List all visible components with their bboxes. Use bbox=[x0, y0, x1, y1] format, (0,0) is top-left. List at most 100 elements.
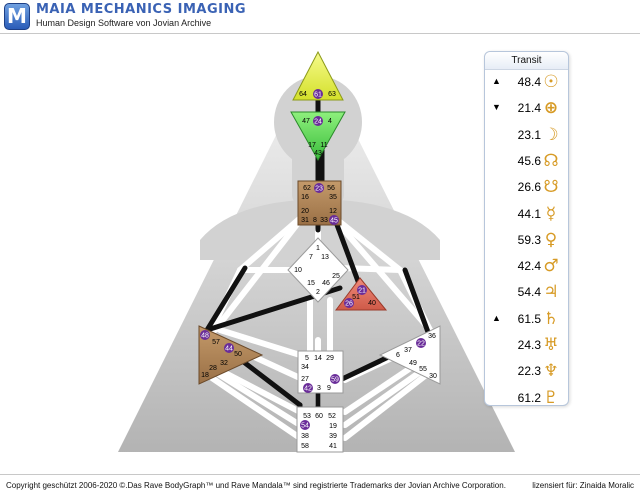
heart-center: 21 51 26 40 bbox=[335, 277, 388, 311]
gate-58: 58 bbox=[301, 443, 309, 450]
gate-53: 53 bbox=[303, 413, 311, 420]
transit-arrow: ▲ bbox=[492, 76, 501, 86]
sun-icon: ☉ bbox=[543, 72, 559, 92]
gate-57: 57 bbox=[212, 339, 220, 346]
transit-value: 22.3 bbox=[517, 364, 541, 379]
gate-7: 7 bbox=[309, 254, 313, 261]
transit-row: 23.1☽ bbox=[485, 125, 570, 147]
gate-1: 1 bbox=[316, 245, 320, 252]
gate-8: 8 bbox=[313, 217, 317, 224]
g-center: 1 7 13 10 25 15 46 2 bbox=[287, 237, 349, 303]
transit-value: 48.4 bbox=[517, 75, 541, 89]
transit-row: ▲ 48.4☉ bbox=[485, 72, 570, 94]
transit-value: 61.5 bbox=[517, 311, 541, 326]
gate-11: 11 bbox=[320, 142, 327, 149]
transit-value: 54.4 bbox=[517, 285, 541, 300]
head-center: 64 61 63 bbox=[292, 50, 344, 101]
gate-24: 24 bbox=[314, 119, 322, 126]
gate-64: 64 bbox=[299, 91, 307, 98]
root-center: 53 60 52 54 19 38 39 58 41 bbox=[296, 406, 344, 453]
jupiter-icon: ♃ bbox=[543, 282, 559, 303]
app-logo: M bbox=[4, 3, 30, 30]
gate-2: 2 bbox=[316, 289, 320, 296]
gate-41: 41 bbox=[329, 443, 337, 450]
gate-4: 4 bbox=[328, 118, 332, 125]
transit-row: ▼ 21.4⊕ bbox=[485, 98, 570, 120]
app-subtitle: Human Design Software von Jovian Archive bbox=[36, 18, 212, 28]
mars-icon: ♂ bbox=[543, 256, 559, 277]
gate-54: 54 bbox=[301, 423, 309, 430]
gate-47: 47 bbox=[302, 118, 310, 125]
ajna-center: 47 24 4 17 11 43 bbox=[290, 111, 346, 162]
transit-row: 44.1 ☿ bbox=[485, 204, 570, 226]
transit-value: 26.6 bbox=[517, 180, 541, 195]
transit-row: ▲61.5♄ bbox=[485, 309, 570, 331]
transit-row: 59.3♀ bbox=[485, 230, 570, 252]
gate-18: 18 bbox=[201, 372, 209, 379]
uranus-icon: ♅ bbox=[543, 335, 559, 355]
pluto-icon: ♇ bbox=[543, 387, 559, 408]
gate-20: 20 bbox=[301, 208, 309, 215]
transit-value: 61.2 bbox=[517, 390, 541, 405]
footer-divider bbox=[0, 474, 640, 475]
gate-62: 62 bbox=[303, 185, 311, 192]
gate-59: 59 bbox=[331, 377, 339, 384]
gate-30: 30 bbox=[429, 373, 437, 380]
gate-61: 61 bbox=[314, 92, 322, 99]
transit-row: 42.4♂ bbox=[485, 256, 570, 278]
gate-63: 63 bbox=[328, 91, 336, 98]
transit-row: 61.2♇ bbox=[485, 388, 570, 410]
gate-15: 15 bbox=[307, 280, 315, 287]
gate-45: 45 bbox=[330, 218, 338, 225]
moon-icon: ☽ bbox=[543, 124, 559, 145]
throat-center: 62 23 56 16 35 20 12 31 8 33 45 bbox=[297, 180, 342, 226]
gate-19: 19 bbox=[329, 423, 337, 430]
gate-42: 42 bbox=[304, 386, 312, 393]
gate-5: 5 bbox=[305, 355, 309, 362]
saturn-icon: ♄ bbox=[543, 308, 559, 329]
gate-55: 55 bbox=[419, 366, 427, 373]
gate-39: 39 bbox=[329, 433, 337, 440]
gate-25: 25 bbox=[332, 273, 340, 280]
gate-6: 6 bbox=[396, 352, 400, 359]
solar-plexus-center: 36 22 37 6 49 55 30 bbox=[378, 325, 441, 385]
gate-32: 32 bbox=[220, 360, 228, 367]
transit-value: 21.4 bbox=[517, 101, 541, 116]
transit-row: 54.4♃ bbox=[485, 282, 570, 304]
transit-value: 45.6 bbox=[517, 153, 541, 168]
transit-value: 23.1 bbox=[517, 127, 541, 142]
transit-value: 59.3 bbox=[517, 232, 541, 247]
gate-28: 28 bbox=[209, 365, 217, 372]
gate-50: 50 bbox=[234, 351, 242, 358]
south-node-icon: ☋ bbox=[543, 177, 559, 198]
gate-9: 9 bbox=[327, 385, 331, 392]
transit-row: 24.3♅ bbox=[485, 335, 570, 357]
gate-23: 23 bbox=[315, 186, 323, 193]
transit-panel: Transit ▲48.4☉▼21.4⊕23.1☽45.6☊26.6☋44.1☿… bbox=[484, 51, 570, 408]
gate-31: 31 bbox=[301, 217, 309, 224]
earth-icon: ⊕ bbox=[543, 98, 559, 119]
transit-title: Transit bbox=[485, 52, 568, 70]
gate-17: 17 bbox=[308, 142, 316, 149]
gate-49: 49 bbox=[409, 360, 417, 367]
app-title: MAIA MECHANICS IMAGING bbox=[36, 2, 246, 17]
gate-3: 3 bbox=[317, 385, 321, 392]
gate-12: 12 bbox=[329, 208, 337, 215]
mercury-icon: ☿ bbox=[545, 203, 557, 224]
transit-value: 44.1 bbox=[517, 206, 541, 221]
transit-arrow: ▼ bbox=[492, 102, 501, 113]
bodygraph: 64 61 63 47 24 4 17 11 43 62 23 56 16 35… bbox=[118, 50, 515, 453]
gate-34: 34 bbox=[301, 364, 309, 371]
spleen-center: 48 57 44 50 32 28 18 bbox=[198, 325, 264, 385]
gate-44: 44 bbox=[225, 346, 233, 353]
gate-46: 46 bbox=[322, 280, 330, 287]
footer-copyright: Copyright geschützt 2006-2020 ©.Das Rave… bbox=[6, 481, 506, 490]
gate-37: 37 bbox=[404, 347, 412, 354]
gate-13: 13 bbox=[321, 254, 329, 261]
transit-row: 26.6☋ bbox=[485, 177, 570, 199]
gate-48: 48 bbox=[201, 333, 209, 340]
gate-38: 38 bbox=[301, 433, 309, 440]
neptune-icon: ♆ bbox=[543, 361, 559, 382]
venus-icon: ♀ bbox=[544, 229, 558, 250]
gate-43: 43 bbox=[314, 150, 322, 157]
